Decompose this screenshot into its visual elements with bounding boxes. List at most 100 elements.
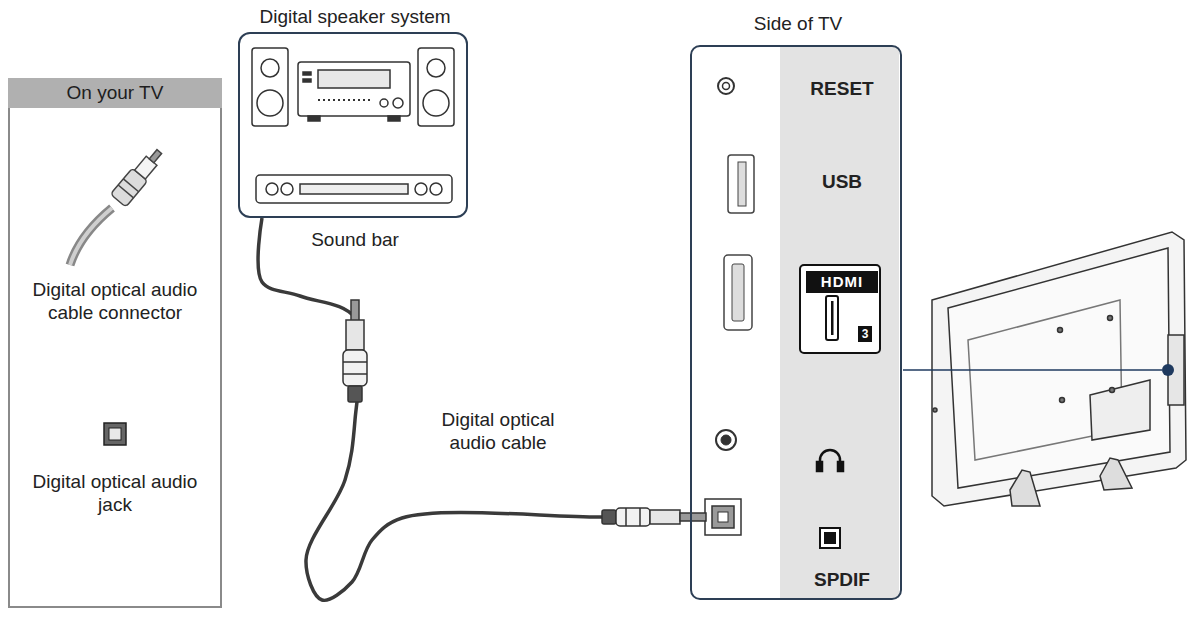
spdif-icon (820, 528, 840, 548)
tv-illustration-part (1100, 458, 1132, 490)
tv-illustration-part (1108, 316, 1113, 321)
speaker-illustration-part (430, 183, 442, 195)
port-label: SPDIF (782, 568, 902, 591)
optical-connector-picture-part (70, 208, 112, 265)
headphone-icon-part (817, 462, 822, 471)
leader-line-part (903, 369, 1162, 371)
speaker-illustration-part (257, 90, 283, 116)
spdif-icon-part (824, 532, 836, 544)
speaker-illustration-part (318, 99, 372, 101)
usb-port-part (738, 162, 746, 206)
speaker-system-box: Digital speaker systemSound bar (238, 32, 468, 218)
optical-connector-picture (70, 145, 167, 265)
speaker-illustration-part (256, 175, 452, 203)
optical-jack-icon-part (104, 423, 126, 445)
cable-plug-horizontal-part (616, 508, 650, 526)
cable-label: Digital optical audio cable (418, 408, 578, 454)
cable-plug-horizontal-part (602, 510, 616, 524)
headphone-jack-part (716, 430, 736, 450)
cable-plug-vertical-part (346, 320, 364, 350)
port-label: RESET (782, 77, 902, 100)
speaker-illustration-part (427, 59, 445, 77)
tv-connector-panel: On your TV Digital optical audio cable co… (8, 78, 222, 608)
speaker-illustration-part (298, 62, 410, 116)
cable-plug-horizontal-part (650, 510, 680, 524)
speaker-illustration (252, 48, 454, 203)
hdmi-logo: HDMI (806, 271, 878, 293)
optical-connector-picture-part (70, 208, 112, 265)
speaker-illustration-part (300, 184, 408, 194)
speaker-illustration-part (266, 183, 278, 195)
panel-header: On your TV (8, 78, 222, 108)
usb-port (728, 155, 754, 213)
label-column (780, 47, 899, 598)
spdif-jack-part (718, 512, 728, 522)
cable-plug-vertical (343, 300, 367, 402)
speaker-illustration-part (415, 183, 427, 195)
cable-plug-vertical-part (348, 386, 362, 402)
speaker-illustration-part (393, 98, 403, 108)
tv-illustration (932, 232, 1186, 506)
optical-connector-picture-part-part (118, 185, 133, 198)
reset-button-part (723, 83, 730, 90)
headphone-jack (716, 430, 736, 450)
spdif-icon-part (820, 528, 840, 548)
reset-button (718, 78, 734, 94)
sound-bar-label: Sound bar (240, 228, 470, 251)
speaker-illustration-part (318, 70, 390, 88)
speaker-illustration-part (261, 59, 279, 77)
optical-jack-icon-part (109, 428, 121, 440)
cable-plug-horizontal-part (625, 508, 627, 526)
hdmi-port-part (724, 255, 752, 330)
tv-illustration-part (1058, 328, 1063, 333)
tv-illustration-part (932, 232, 1186, 506)
optical-cable (258, 218, 690, 600)
spdif-jack-part (705, 499, 741, 535)
leader-line (903, 364, 1174, 376)
speaker-illustration-part (281, 183, 293, 195)
speaker-illustration-part (388, 116, 400, 121)
tv-side-panel: Side of TVRESETUSBHDMI3SPDIF (690, 45, 902, 600)
optical-jack-icon (104, 423, 126, 445)
speaker-illustration-part (423, 90, 449, 116)
hdmi-port-part (732, 264, 744, 321)
usb-port-part (728, 155, 754, 213)
leader-line-part (1162, 364, 1174, 376)
optical-connector-picture-part (110, 145, 166, 207)
speaker-illustration-part (252, 48, 288, 126)
speaker-illustration-part (380, 99, 388, 107)
headphone-jack-part (721, 435, 731, 445)
hdmi-logo-frame-part (800, 265, 880, 353)
port-label: USB (782, 170, 902, 193)
panel-title: Side of TV (692, 12, 904, 35)
hdmi-logo-frame-part (826, 296, 838, 340)
hdmi-logo-frame-part (831, 301, 834, 335)
tv-illustration-part (1090, 380, 1150, 440)
cable-plug-vertical-part (351, 300, 359, 322)
label-column-part (780, 47, 899, 598)
optical-connector-picture-part-part (123, 179, 138, 192)
tv-illustration-part (1010, 470, 1040, 506)
hdmi-port (724, 255, 752, 330)
tv-illustration-part (1110, 388, 1115, 393)
cable-plug-vertical-part (343, 350, 367, 386)
speaker-illustration-part (303, 79, 311, 82)
headphone-icon (817, 450, 843, 471)
jack-label: Digital optical audio jack (30, 470, 200, 516)
speaker-illustration-part (303, 72, 311, 75)
speaker-illustration-part (308, 116, 320, 121)
cable-plug-vertical-part (343, 373, 367, 375)
cable-plug-horizontal-part (680, 513, 706, 521)
spdif-jack-part (712, 506, 734, 528)
cable-plug-horizontal-part (639, 508, 641, 526)
cable-plug-vertical-part (343, 361, 367, 363)
tv-illustration-part (933, 408, 937, 412)
connector-label: Digital optical audio cable connector (30, 278, 200, 324)
spdif-jack (705, 499, 741, 535)
reset-button-part (718, 78, 734, 94)
tv-illustration-part (1060, 398, 1065, 403)
headphone-icon-part (838, 462, 843, 471)
speaker-title: Digital speaker system (220, 5, 490, 28)
hdmi-logo-frame (800, 265, 880, 353)
